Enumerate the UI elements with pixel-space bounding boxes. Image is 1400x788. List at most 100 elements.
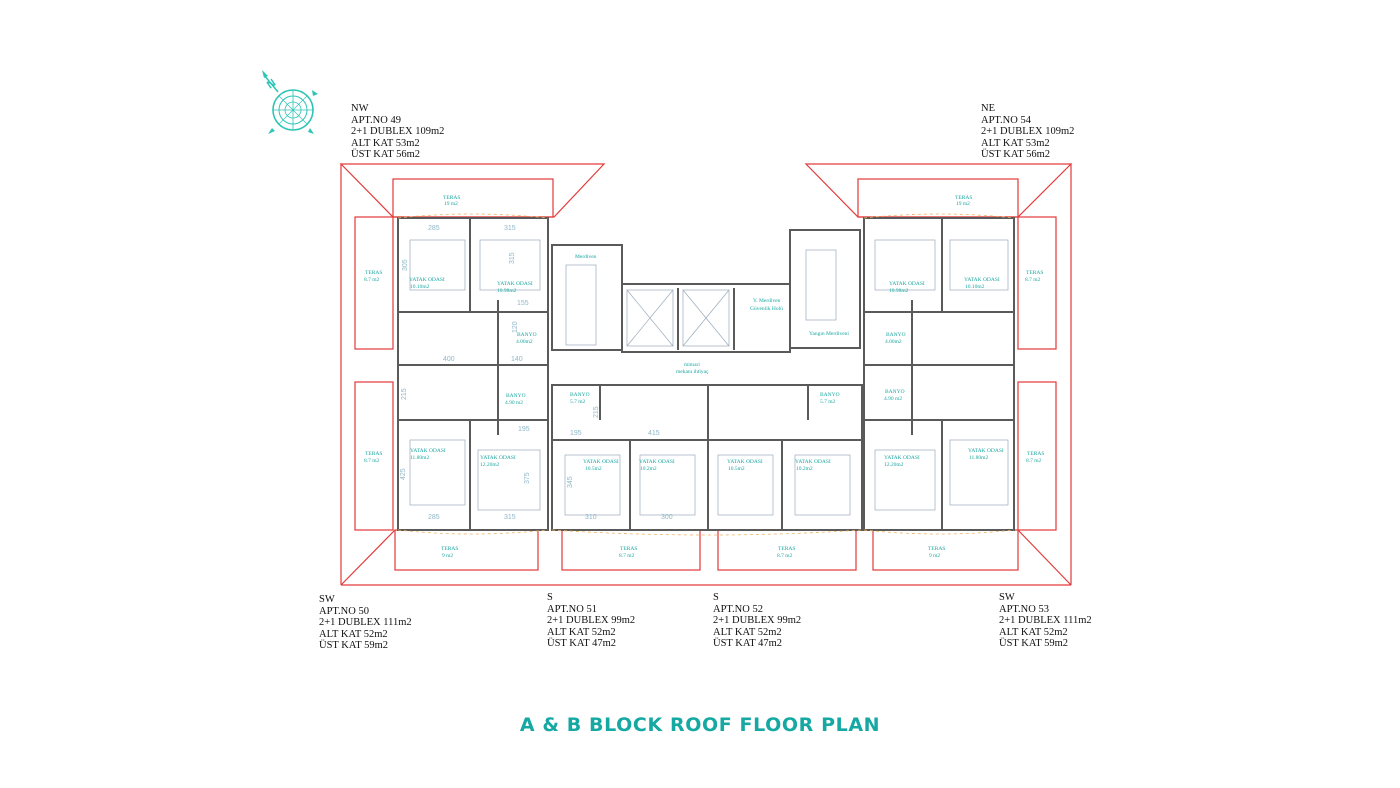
apt-number: APT.NO 53 bbox=[999, 603, 1049, 615]
svg-text:10.10m2: 10.10m2 bbox=[965, 284, 985, 290]
svg-text:5.7 m2: 5.7 m2 bbox=[570, 399, 586, 405]
room-teras-se-side: TERAS bbox=[1027, 451, 1044, 457]
apt-upper-floor: ÜST KAT 47m2 bbox=[547, 638, 617, 650]
svg-text:285: 285 bbox=[428, 225, 440, 232]
apt-number: APT.NO 51 bbox=[547, 603, 597, 615]
room-teras-ne-top: TERAS bbox=[955, 195, 972, 201]
room-banyo-nw: BANYO bbox=[517, 332, 537, 338]
svg-text:12.20m2: 12.20m2 bbox=[480, 462, 500, 468]
apt-lower-floor: ALT KAT 53m2 bbox=[981, 137, 1050, 149]
svg-text:8.7 m2: 8.7 m2 bbox=[1025, 277, 1041, 283]
building-walls bbox=[397, 217, 1015, 531]
room-banyo-se: BANYO bbox=[885, 389, 905, 395]
svg-text:140: 140 bbox=[511, 356, 523, 363]
svg-text:8.7 m2: 8.7 m2 bbox=[1026, 458, 1042, 464]
apt-type: 2+1 DUBLEX 99m2 bbox=[713, 615, 802, 627]
room-yatak-s51-2: YATAK ODASI bbox=[639, 459, 675, 465]
apt-direction: SW bbox=[999, 592, 1015, 603]
room-banyo-ne: BANYO bbox=[886, 332, 906, 338]
svg-text:19 m2: 19 m2 bbox=[444, 201, 458, 207]
svg-text:195: 195 bbox=[570, 430, 582, 437]
apt-label-52: S APT.NO 52 2+1 DUBLEX 99m2 ALT KAT 52m2… bbox=[713, 592, 801, 650]
apt-upper-floor: ÜST KAT 59m2 bbox=[319, 640, 389, 652]
svg-text:19 m2: 19 m2 bbox=[956, 201, 970, 207]
svg-text:10.10m2: 10.10m2 bbox=[410, 284, 430, 290]
svg-text:400: 400 bbox=[443, 356, 455, 363]
apt-type: 2+1 DUBLEX 111m2 bbox=[999, 615, 1092, 627]
room-merdiven: Merdiven bbox=[575, 254, 597, 260]
svg-text:375: 375 bbox=[524, 472, 531, 484]
svg-text:9 m2: 9 m2 bbox=[442, 553, 453, 559]
apt-number: APT.NO 49 bbox=[351, 114, 401, 126]
svg-text:215: 215 bbox=[401, 388, 408, 400]
room-mekan: mimari bbox=[684, 362, 700, 368]
svg-text:4.90 m2: 4.90 m2 bbox=[505, 400, 523, 406]
dimension-labels: 285 315 305 315 400 140 155 120 215 195 … bbox=[400, 225, 673, 521]
terrace-outline-left bbox=[339, 163, 701, 586]
room-yangin-merdiveni: Yangın Merdiveni bbox=[809, 331, 849, 337]
room-teras-sw-side: TERAS bbox=[365, 451, 382, 457]
apt-number: APT.NO 54 bbox=[981, 114, 1031, 126]
room-teras-s51: TERAS bbox=[620, 546, 637, 552]
apt-upper-floor: ÜST KAT 56m2 bbox=[351, 149, 421, 161]
svg-text:9 m2: 9 m2 bbox=[929, 553, 940, 559]
apt-lower-floor: ALT KAT 52m2 bbox=[547, 626, 616, 638]
room-yatak-s51-1: YATAK ODASI bbox=[583, 459, 619, 465]
room-yatak-sw-1: YATAK ODASI bbox=[410, 448, 446, 454]
svg-text:10.98m2: 10.98m2 bbox=[497, 288, 517, 294]
svg-text:10.5m2: 10.5m2 bbox=[728, 466, 745, 472]
apt-label-ne: NE APT.NO 54 2+1 DUBLEX 109m2 ALT KAT 53… bbox=[981, 103, 1074, 161]
svg-text:195: 195 bbox=[518, 426, 530, 433]
room-banyo-sw: BANYO bbox=[506, 393, 526, 399]
room-banyo-s52: BANYO bbox=[820, 392, 840, 398]
terrace-outline-bottom bbox=[341, 584, 1071, 586]
room-teras-nw-top: TERAS bbox=[443, 195, 460, 201]
apt-type: 2+1 DUBLEX 111m2 bbox=[319, 617, 412, 629]
apt-direction: S bbox=[547, 592, 553, 603]
svg-text:4.00m2: 4.00m2 bbox=[885, 339, 902, 345]
apt-lower-floor: ALT KAT 53m2 bbox=[351, 137, 420, 149]
svg-text:8.7 m2: 8.7 m2 bbox=[777, 553, 793, 559]
svg-text:8.7 m2: 8.7 m2 bbox=[619, 553, 635, 559]
svg-text:Güvenlik Holü: Güvenlik Holü bbox=[750, 306, 783, 312]
apt-number: APT.NO 52 bbox=[713, 603, 763, 615]
room-yatak-sw-2: YATAK ODASI bbox=[480, 455, 516, 461]
room-yatak-ne-1: YATAK ODASI bbox=[889, 281, 925, 287]
apt-direction: NE bbox=[981, 103, 995, 114]
svg-text:4.00m2: 4.00m2 bbox=[516, 339, 533, 345]
room-yatak-s52-1: YATAK ODASI bbox=[727, 459, 763, 465]
room-yatak-nw-1: YATAK ODASI bbox=[409, 277, 445, 283]
apt-direction: S bbox=[713, 592, 719, 603]
room-yatak-nw-2: YATAK ODASI bbox=[497, 281, 533, 287]
svg-text:305: 305 bbox=[402, 259, 409, 271]
room-teras-ne-side: TERAS bbox=[1026, 270, 1043, 276]
room-teras-nw-side: TERAS bbox=[365, 270, 382, 276]
apt-label-51: S APT.NO 51 2+1 DUBLEX 99m2 ALT KAT 52m2… bbox=[547, 592, 635, 650]
svg-text:10.2m2: 10.2m2 bbox=[640, 466, 657, 472]
svg-text:315: 315 bbox=[504, 225, 516, 232]
apt-label-50: SW APT.NO 50 2+1 DUBLEX 111m2 ALT KAT 52… bbox=[319, 594, 412, 652]
room-labels: TERAS 19 m2 TERAS 19 m2 TERAS 8.7 m2 TER… bbox=[364, 195, 1044, 559]
svg-text:310: 310 bbox=[585, 514, 597, 521]
svg-text:8.7 m2: 8.7 m2 bbox=[364, 277, 380, 283]
apt-lower-floor: ALT KAT 52m2 bbox=[999, 626, 1068, 638]
apt-direction: NW bbox=[351, 103, 369, 114]
svg-text:155: 155 bbox=[517, 300, 529, 307]
apt-upper-floor: ÜST KAT 59m2 bbox=[999, 638, 1069, 650]
apt-type: 2+1 DUBLEX 109m2 bbox=[981, 126, 1075, 138]
svg-text:5.7 m2: 5.7 m2 bbox=[820, 399, 836, 405]
svg-text:315: 315 bbox=[504, 514, 516, 521]
svg-text:12.20m2: 12.20m2 bbox=[884, 462, 904, 468]
svg-text:10.2m2: 10.2m2 bbox=[796, 466, 813, 472]
room-yatak-s52-2: YATAK ODASI bbox=[795, 459, 831, 465]
room-yatak-ne-2: YATAK ODASI bbox=[964, 277, 1000, 283]
room-y-merdiven: Y. Merdiven bbox=[753, 298, 781, 304]
svg-text:425: 425 bbox=[400, 468, 407, 480]
svg-text:4.90 m2: 4.90 m2 bbox=[884, 396, 902, 402]
apt-type: 2+1 DUBLEX 109m2 bbox=[351, 126, 445, 138]
svg-text:120: 120 bbox=[512, 321, 519, 333]
roof-edge-dashed bbox=[397, 213, 1015, 536]
room-teras-sw-bottom: TERAS bbox=[441, 546, 458, 552]
svg-text:mekanı ihtiyaç: mekanı ihtiyaç bbox=[676, 369, 709, 375]
